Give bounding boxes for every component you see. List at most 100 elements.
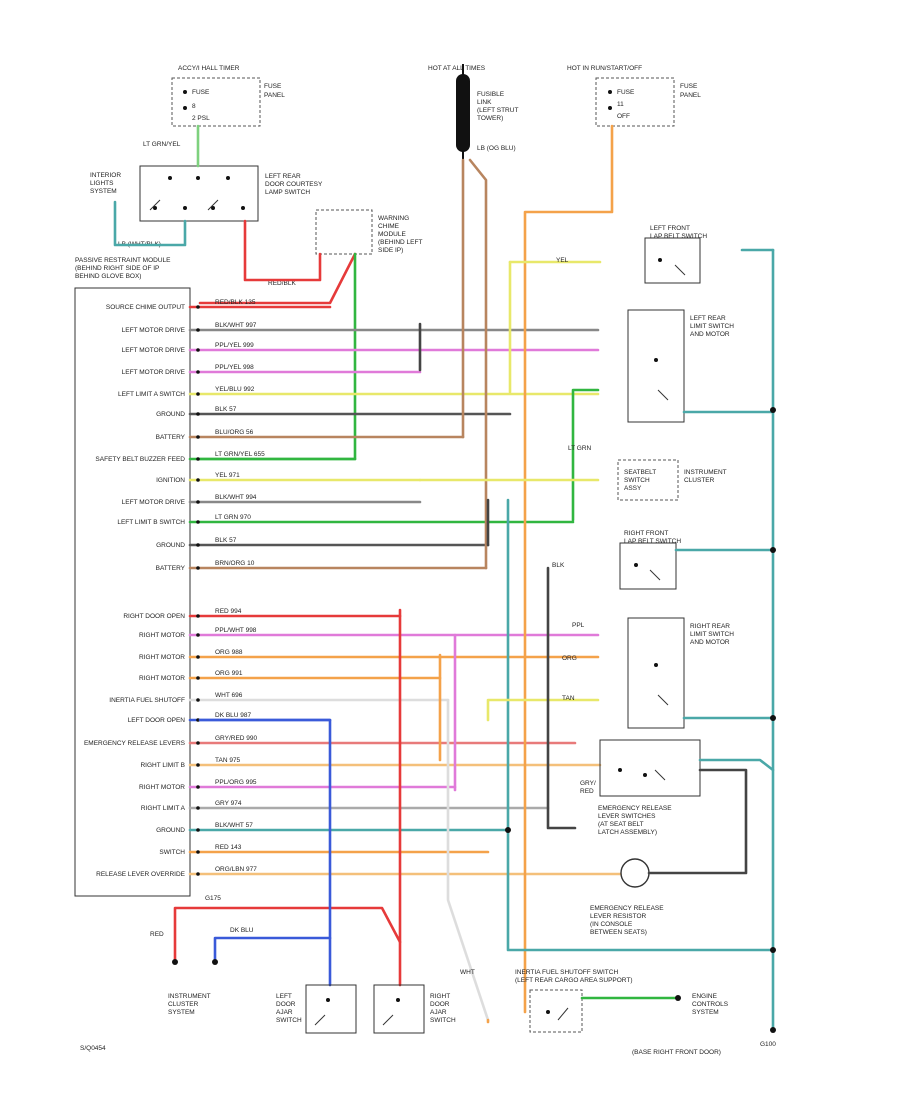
right-door-1: RIGHT <box>430 993 450 1000</box>
right-fuse-line-2: 11 <box>617 101 624 108</box>
module-title-3: BEHIND GLOVE BOX) <box>75 273 141 280</box>
rr-motor-2: LIMIT SWITCH <box>690 631 734 638</box>
ppl-short-label: PPL <box>572 622 585 629</box>
pin-label: LEFT MOTOR DRIVE <box>122 327 186 334</box>
pin-label: RIGHT MOTOR <box>139 654 185 661</box>
engine-3: SYSTEM <box>692 1009 719 1016</box>
right-door-2: DOOR <box>430 1001 450 1008</box>
rr-motor-1: RIGHT REAR <box>690 623 730 630</box>
lf-switch-1: LEFT FRONT <box>650 225 690 232</box>
emergency-resistor-3: (IN CONSOLE <box>590 921 633 928</box>
seatbelt-3: ASSY <box>624 485 642 492</box>
instrument-cluster-system: INSTRUMENT CLUSTER SYSTEM <box>168 993 211 1016</box>
module-pin-dot <box>196 698 200 702</box>
fusible-line-1: FUSIBLE <box>477 91 505 98</box>
module-pin-dot <box>196 785 200 789</box>
wire-label: BLK/WHT 997 <box>215 322 257 329</box>
interior-lights-label: INTERIOR LIGHTS SYSTEM <box>90 172 121 195</box>
module-pin-dot <box>196 614 200 618</box>
warning-chime-3: MODULE <box>378 231 406 238</box>
door-lamp-switch-3: LAMP SWITCH <box>265 189 310 196</box>
left-fuse-panel: ACCY/I HALL TIMER FUSE 8 2 PSL FUSE PANE… <box>171 65 285 127</box>
yel-short-label: YEL <box>556 257 569 264</box>
warning-chime-1: WARNING <box>378 215 409 222</box>
engine-1: ENGINE <box>692 993 718 1000</box>
left-door-4: SWITCH <box>276 1017 302 1024</box>
pin-label: RIGHT LIMIT A <box>141 805 186 812</box>
lr-motor-1: LEFT REAR <box>690 315 726 322</box>
module-pin-dot <box>196 676 200 680</box>
module-pin-dot <box>196 478 200 482</box>
pin-label: GROUND <box>156 827 185 834</box>
engine-2: CONTROLS <box>692 1001 729 1008</box>
module-pin-dot <box>196 633 200 637</box>
rf-switch-2: LAP BELT SWITCH <box>624 538 681 545</box>
lt-grn-short-label: LT GRN <box>568 445 592 452</box>
left-door-ajar-switch: LEFT DOOR AJAR SWITCH <box>276 984 357 1034</box>
module-title-2: (BEHIND RIGHT SIDE OF IP <box>75 265 159 272</box>
engine-controls-system: ENGINE CONTROLS SYSTEM <box>692 993 729 1016</box>
pin-label: BATTERY <box>156 434 186 441</box>
fusible-title: HOT AT ALL TIMES <box>428 65 486 72</box>
wire-label: BLK/WHT 994 <box>215 494 257 501</box>
warning-chime-4: (BEHIND LEFT <box>378 239 422 246</box>
pin-label: LEFT MOTOR DRIVE <box>122 347 186 354</box>
warning-chime-module: WARNING CHIME MODULE (BEHIND LEFT SIDE I… <box>315 209 422 255</box>
emergency-switch-4: LATCH ASSEMBLY) <box>598 829 657 836</box>
interior-lights-1: INTERIOR <box>90 172 121 179</box>
right-door-4: SWITCH <box>430 1017 456 1024</box>
inertia-1: INERTIA FUEL SHUTOFF SWITCH <box>515 969 618 976</box>
door-lamp-switch-1: LEFT REAR <box>265 173 301 180</box>
left-fuse-line-1: FUSE <box>192 89 210 96</box>
module-pin-dot <box>196 543 200 547</box>
emergency-resistor-1: EMERGENCY RELEASE <box>590 905 664 912</box>
wire-label: RED/BLK 135 <box>215 299 256 306</box>
dk-blu-bottom-label: DK BLU <box>230 927 254 934</box>
pin-label: GROUND <box>156 411 185 418</box>
right-rear-motor: RIGHT REAR LIMIT SWITCH AND MOTOR <box>627 617 734 729</box>
pin-label: LEFT MOTOR DRIVE <box>122 369 186 376</box>
module-pin-dot <box>196 500 200 504</box>
right-fuse-title: HOT IN RUN/START/OFF <box>567 65 642 72</box>
warning-chime-5: SIDE IP) <box>378 247 403 254</box>
module-pin-dot <box>196 305 200 309</box>
fusible-link: HOT AT ALL TIMES FUSIBLE LINK (LEFT STRU… <box>428 64 518 160</box>
module-pin-dot <box>196 850 200 854</box>
ground-g100: G100 (BASE RIGHT FRONT DOOR) <box>632 1041 776 1056</box>
instrument-ref-1: INSTRUMENT <box>684 469 727 476</box>
module-pin-dot <box>196 828 200 832</box>
right-fuse-line-3: OFF <box>617 113 630 120</box>
pin-label: IGNITION <box>156 477 185 484</box>
left-door-2: DOOR <box>276 1001 296 1008</box>
module-pin-dot <box>196 435 200 439</box>
inertia-fuel-switch: INERTIA FUEL SHUTOFF SWITCH (LEFT REAR C… <box>515 969 633 1033</box>
org-short-label: ORG <box>562 655 577 662</box>
module-pin-dot <box>196 520 200 524</box>
gry-red-1: GRY/ <box>580 780 596 787</box>
seatbelt-1: SEATBELT <box>624 469 656 476</box>
tan-short-label: TAN <box>562 695 575 702</box>
seatbelt-switch-assy: SEATBELT SWITCH ASSY INSTRUMENT CLUSTER <box>617 459 727 501</box>
passive-restraint-module: PASSIVE RESTRAINT MODULE (BEHIND RIGHT S… <box>74 257 191 897</box>
right-door-ajar-switch: RIGHT DOOR AJAR SWITCH <box>373 984 456 1034</box>
module-pin-dot <box>196 412 200 416</box>
left-fuse-side-2: PANEL <box>264 92 285 99</box>
wire-label: YEL/BLU 992 <box>215 386 255 393</box>
wire-label: BLK 57 <box>215 537 237 544</box>
emergency-resistor: EMERGENCY RELEASE LEVER RESISTOR (IN CON… <box>590 858 664 936</box>
pin-label: INERTIA FUEL SHUTOFF <box>109 697 185 704</box>
pin-label: RIGHT MOTOR <box>139 632 185 639</box>
fusible-note: LB (OG BLU) <box>477 145 516 152</box>
module-pin-dot <box>196 806 200 810</box>
pin-label: LEFT DOOR OPEN <box>128 717 186 724</box>
wire-label: ORG 988 <box>215 649 243 656</box>
wht-small-label: WHT <box>460 969 475 976</box>
ground-1: G100 <box>760 1041 776 1048</box>
left-front-lap-switch: LEFT FRONT LAP BELT SWITCH <box>644 225 707 284</box>
emergency-switch-3: (AT SEAT BELT <box>598 821 644 828</box>
wire-label: BLK 57 <box>215 406 237 413</box>
pin-label: RIGHT MOTOR <box>139 784 185 791</box>
wire-label: PPL/ORG 995 <box>215 779 257 786</box>
pin-label: SWITCH <box>159 849 185 856</box>
